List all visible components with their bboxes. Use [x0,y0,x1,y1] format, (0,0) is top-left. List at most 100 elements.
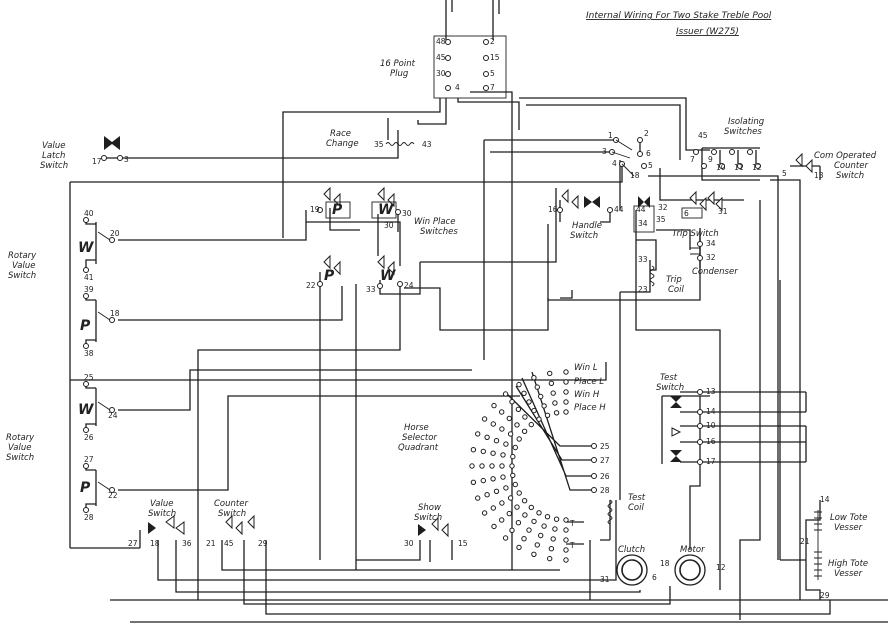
race-change-terminal: 35 [374,140,384,149]
vs-terminal: 21 [206,539,216,548]
clutch-terminal: 18 [660,559,670,568]
isolating-label-line2: Switches [724,127,762,137]
quadrant-contact [499,409,505,415]
quadrant-contact [515,406,522,412]
trip-terminal: 34 [706,239,716,248]
plug-terminal-label: 2 [490,37,495,46]
wp-terminal: 33 [366,285,376,294]
center-terminal: 3 [602,147,607,156]
wiring-lines [69,0,888,623]
quadrant-contact [481,416,488,422]
condenser-icon [690,247,700,255]
trip-terminal: 44 [636,205,646,214]
coil-terminal: 23 [638,285,648,294]
quadrant-contact [475,495,481,501]
motor [674,554,706,586]
high-tote-label-line1: High Tote [828,559,868,569]
plug-label-line2: Plug [390,69,409,79]
quadrant-contact [563,527,569,533]
trip-terminal: 32 [706,253,716,262]
vs-terminal: 45 [224,539,234,548]
rotary-2-label-line1: Rotary [6,433,35,443]
wp-terminal: 30 [402,209,412,218]
quadrant-contact [531,551,537,557]
value-latch-label-line2: Latch [42,151,65,161]
handle-switch-open-icon [561,188,579,210]
quadrant-contact [550,390,556,396]
quadrant-contact [516,381,522,388]
center-terminal: 6 [646,149,651,158]
quadrant-contact [538,393,544,400]
handle-label-line1: Handle [572,221,602,231]
quadrant-contact [522,414,528,420]
quadrant-contact [531,518,537,525]
race-change-terminal: 43 [422,140,432,149]
quadrant-contact [489,463,495,469]
win-place-upper-p-switch-icon [323,186,341,208]
quadrant-contact [548,380,555,386]
quadrant-contact [509,463,515,469]
center-terminal: 4 [612,159,617,168]
rotary-switch-1: W P 40 20 41 39 18 38 [78,209,120,358]
counter-switch-label-line2: Switch [218,509,246,519]
clutch-coil [616,554,648,586]
handle-terminal: 16 [548,205,558,214]
quadrant-contact [499,500,505,506]
quadrant-contact [470,447,477,453]
quadrant-contact [550,536,556,542]
quadrant-contact [563,557,569,563]
test-switch-contact-icon [671,427,682,437]
upper-p-letter: P [332,202,343,218]
diagram-title-line1: Internal Wiring For Two Stake Treble Poo… [586,11,772,21]
quadrant-contact [534,542,540,548]
quadrant-contact [510,472,516,479]
tote-terminal: 29 [820,591,830,600]
quadrant-contact [484,434,490,440]
rv2-terminal: 27 [84,455,94,464]
quadrant-contact [491,523,497,530]
quad-terminal: 28 [600,486,610,495]
trip-switch-open-icon [689,190,707,212]
quadrant-contact [499,517,505,523]
quadrant-contact [506,510,512,517]
isolating-label-line1: Isolating [728,117,765,127]
quadrant-contact [521,390,527,396]
vs-terminal: 29 [258,539,268,548]
isolating-switches: 45 7 9 10 11 12 5 [690,131,787,178]
horse-selector-label-line2: Selector [402,433,437,443]
clutch-terminal: 12 [716,563,726,572]
rv1-terminal: 41 [84,273,94,282]
quadrant-contact [507,495,514,501]
quadrant-contact [475,431,481,437]
rotary-2-label-line2: Value [8,443,31,453]
trip-switch-open-icon [707,190,723,212]
plug-terminal-label: 30 [436,69,446,78]
value-switch-label-line2: Switch [148,509,176,519]
quadrant-contact [563,517,569,523]
quadrant-contact [490,476,496,482]
horse-selector-quadrant [469,369,569,563]
upper-w-letter: W [378,202,394,218]
quadrant-contact [500,452,506,458]
win-place-label-line1: Win Place [414,217,455,227]
rotary-1-label-line1: Rotary [8,251,37,261]
com-counter-switch-icon [795,152,813,174]
quadrant-contact [521,536,527,542]
center-terminal: 2 [644,129,649,138]
horse-selector-label-line1: Horse [404,423,429,433]
trip-coil-label-line2: Coil [668,285,684,295]
show-switch-label-line2: Switch [414,513,442,523]
rv1-terminal: 40 [84,209,94,218]
race-change-resistor [385,142,415,146]
quadrant-contact [563,369,569,375]
win-place-label-line2: Switches [420,227,458,237]
com-operated-label-line2: Counter [834,161,868,171]
quadrant-contact [509,527,515,533]
trip-terminal: 6 [684,209,689,218]
test-terminal: 13 [706,387,716,396]
quadrant-contact [502,535,509,541]
trip-switch-closed-icon [638,196,650,208]
com-operated-label-line3: Switch [836,171,864,181]
quadrant-contact [480,448,486,455]
quadrant-contact [507,431,514,437]
